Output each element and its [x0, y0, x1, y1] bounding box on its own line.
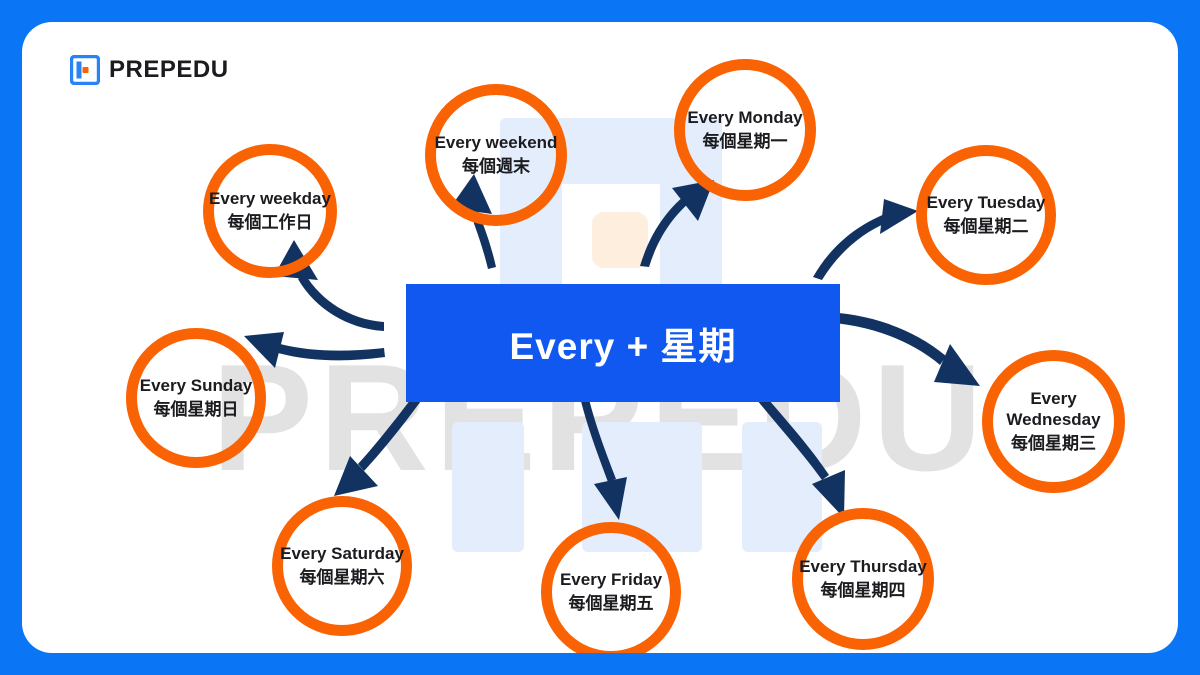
node-label-zh: 每個星期五	[568, 593, 654, 613]
node-label-zh: 每個星期日	[153, 399, 239, 419]
node-label-zh: 每個週末	[462, 156, 530, 176]
node-label-zh: 每個星期六	[299, 567, 385, 587]
node-label-zh: 每個星期三	[1011, 433, 1096, 453]
node-label-zh: 每個工作日	[227, 212, 313, 232]
node-label-zh: 每個星期一	[702, 131, 788, 151]
node-label-en: Every Friday	[559, 570, 663, 590]
node-label-en: Every Saturday	[280, 544, 404, 564]
node-every-monday[interactable]: Every Monday 每個星期一	[674, 59, 816, 201]
node-label-en: Every Sunday	[139, 376, 253, 396]
node-label-en: Every Monday	[687, 108, 803, 128]
node-label-en: Every weekend	[434, 133, 558, 153]
node-label-en: Every Wednesday	[1006, 389, 1101, 430]
decor-shape-peach	[592, 212, 648, 268]
node-label-en: Every Thursday	[799, 557, 927, 577]
node-label-en: Every Tuesday	[926, 193, 1046, 213]
node-every-sunday[interactable]: Every Sunday 每個星期日	[126, 328, 266, 468]
brand-logo-text: PREPEDU	[109, 56, 229, 83]
node-every-thursday[interactable]: Every Thursday 每個星期四	[792, 508, 934, 650]
decor-shape-bottom-1	[452, 422, 524, 552]
node-every-weekend[interactable]: Every weekend 每個週末	[425, 84, 567, 226]
node-label-zh: 每個星期二	[943, 216, 1029, 236]
center-concept-box: Every + 星期	[406, 284, 840, 402]
node-every-weekday[interactable]: Every weekday 每個工作日	[203, 144, 337, 278]
arrow-to-tuesday	[813, 199, 918, 280]
brand-logo[interactable]: PREPEDU	[69, 54, 229, 86]
node-every-tuesday[interactable]: Every Tuesday 每個星期二	[916, 145, 1056, 285]
node-every-wednesday[interactable]: Every Wednesday 每個星期三	[982, 350, 1125, 493]
canvas: PREPEDU .ar{fill:#123361;}	[22, 22, 1178, 653]
node-label-en: Every weekday	[209, 189, 331, 209]
node-every-friday[interactable]: Every Friday 每個星期五	[541, 522, 681, 653]
prepedu-square-icon	[69, 54, 101, 86]
node-every-saturday[interactable]: Every Saturday 每個星期六	[272, 496, 412, 636]
node-label-zh: 每個星期四	[820, 580, 906, 600]
center-concept-label: Every + 星期	[509, 326, 737, 367]
